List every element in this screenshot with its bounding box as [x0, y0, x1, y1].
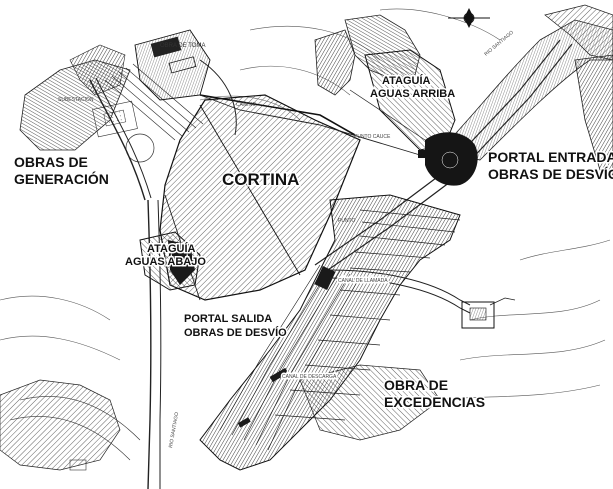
label-obra-toma: OBRA DE TOMA — [160, 43, 205, 49]
map-labels: OBRA DE TOMA SUBESTACIÓN OBRAS DE GENERA… — [13, 30, 613, 449]
generation-works — [19, 29, 237, 201]
label-obra-excedencias-line2: EXCEDENCIAS — [384, 394, 485, 410]
cortina-dam — [159, 94, 361, 301]
rio-santiago-channel — [439, 4, 613, 176]
label-cortina: CORTINA — [222, 170, 299, 189]
label-portal-salida-line1: PORTAL SALIDA — [184, 313, 272, 325]
ataguia-aguas-arriba — [314, 14, 456, 151]
right-building — [461, 301, 495, 329]
label-ataguia-abajo-line2: AGUAS ABAJO — [125, 256, 206, 268]
label-obras-generacion-line1: OBRAS DE — [14, 154, 88, 170]
label-camino: CAMINO — [236, 102, 256, 108]
label-rio-santiago-lower: RIO SANTIAGO — [168, 412, 180, 449]
label-punto: PUNTO — [338, 218, 356, 224]
label-obra-excedencias-line1: OBRA DE — [384, 377, 448, 393]
label-ataguia-abajo-line1: ATAGUÍA — [147, 242, 196, 255]
label-subestacion: SUBESTACIÓN — [58, 96, 94, 103]
label-portal-salida-line2: OBRAS DE DESVÍO — [184, 326, 287, 339]
camino-road — [147, 199, 162, 489]
portal-entrada — [418, 132, 478, 186]
label-punto-cauce: PUNTO CAUCE — [354, 134, 391, 140]
lower-left-terrain — [0, 379, 141, 471]
north-arrow-icon — [448, 8, 490, 28]
label-portal-entrada-line1: PORTAL ENTRADA — [488, 149, 613, 165]
label-canal-llamada: CANAL DE LLAMADA — [338, 278, 388, 284]
label-portal-entrada-line2: OBRAS DE DESVÍO — [488, 166, 613, 182]
label-ataguia-arriba-line2: AGUAS ARRIBA — [370, 88, 455, 100]
label-ataguia-arriba-line1: ATAGUÍA — [382, 74, 431, 87]
label-canal-descarga: CANAL DE DESCARGA — [282, 374, 337, 380]
label-obras-generacion-line2: GENERACIÓN — [14, 170, 109, 187]
access-road-right — [329, 269, 516, 314]
label-rio-santiago-upper: RIO SANTIAGO — [483, 30, 515, 58]
obra-excedencias — [199, 194, 461, 471]
ataguia-aguas-abajo — [139, 231, 201, 291]
